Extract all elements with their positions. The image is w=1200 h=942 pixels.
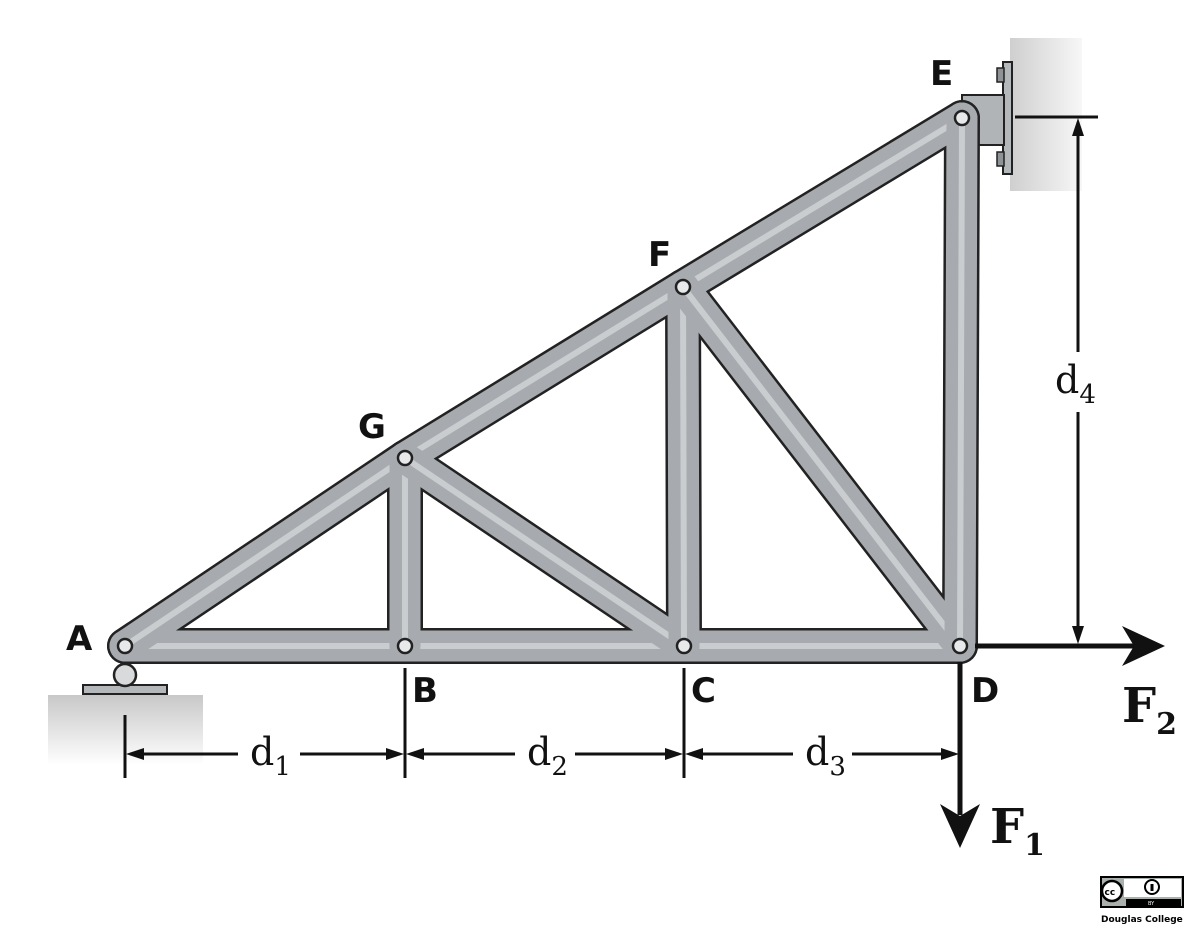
wall-support-right <box>961 38 1082 191</box>
pin-joint-g <box>396 449 414 467</box>
node-label-a: A <box>66 619 93 659</box>
member-cf-highlight <box>680 284 687 649</box>
member-ag-highlight <box>122 455 408 649</box>
dimension-label-d1: d1 <box>250 730 291 782</box>
force-arrow-f1 <box>940 662 980 848</box>
pin-joint-c <box>675 637 693 655</box>
node-label-b: B <box>412 671 438 711</box>
member-de-highlight <box>957 115 965 649</box>
force-label-f1: F1 <box>990 799 1045 863</box>
node-label-g: G <box>358 407 386 447</box>
credit-douglas-college: Douglas College <box>1101 915 1183 925</box>
member-gc-highlight <box>402 455 687 649</box>
pin-joint-a <box>116 637 134 655</box>
svg-text:BY: BY <box>1148 901 1155 907</box>
node-label-d: D <box>971 671 999 711</box>
dimension-label-d3: d3 <box>805 730 846 782</box>
truss-members <box>107 100 980 664</box>
node-label-c: C <box>691 671 716 711</box>
truss-pins <box>116 109 971 655</box>
force-arrow-f2 <box>975 626 1165 666</box>
cc-by-license-badge: cc BY Douglas College <box>1100 876 1184 925</box>
svg-text:cc: cc <box>1105 888 1116 898</box>
member-fd-highlight <box>680 284 963 649</box>
dimension-label-d2: d2 <box>527 730 568 782</box>
dimension-label-d4: d4 <box>1055 358 1096 410</box>
pin-joint-d <box>951 637 969 655</box>
member-gf-highlight <box>402 284 686 461</box>
pin-joint-e <box>953 109 971 127</box>
cc-icon <box>1100 879 1124 903</box>
node-label-f: F <box>648 235 671 275</box>
member-fe-highlight <box>680 115 965 290</box>
pin-joint-f <box>674 278 692 296</box>
force-label-f2: F2 <box>1122 678 1177 742</box>
dimension-arrowheads <box>126 118 1084 760</box>
pin-joint-b <box>396 637 414 655</box>
node-label-e: E <box>930 54 953 94</box>
